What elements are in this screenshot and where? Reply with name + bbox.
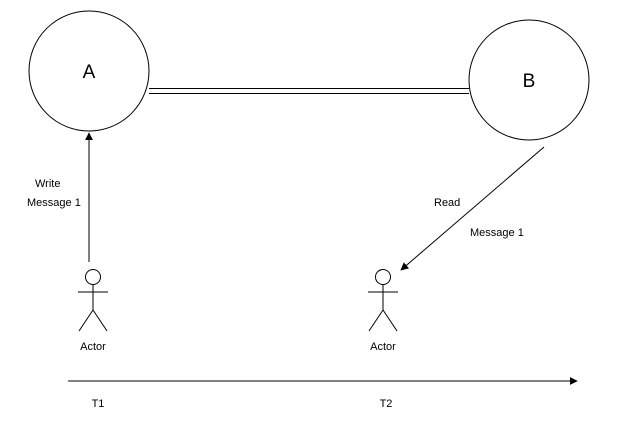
node-b-circle: [468, 19, 590, 141]
read-arrow[interactable]: [400, 146, 545, 271]
node-a-label: A: [83, 62, 96, 83]
actor-right-label: Actor: [370, 341, 396, 353]
node-b[interactable]: B: [468, 19, 590, 141]
timeline-t1-label: T1: [92, 398, 105, 410]
timeline-t2-label: T2: [380, 398, 393, 410]
node-b-label: B: [523, 71, 536, 92]
write-label-line1: Write: [35, 178, 60, 190]
node-a[interactable]: A: [28, 10, 150, 132]
actor-left-label: Actor: [80, 341, 106, 353]
a-b-connection[interactable]: [149, 88, 469, 94]
node-a-circle: [28, 10, 150, 132]
actor-left[interactable]: Actor: [78, 269, 108, 354]
actor-right-icon: [368, 269, 398, 332]
actor-left-icon: [78, 269, 108, 332]
read-label-line2: Message 1: [470, 227, 524, 239]
actor-right[interactable]: Actor: [368, 269, 398, 354]
write-label-line2: Message 1: [27, 197, 81, 209]
read-label-line1: Read: [434, 197, 460, 209]
